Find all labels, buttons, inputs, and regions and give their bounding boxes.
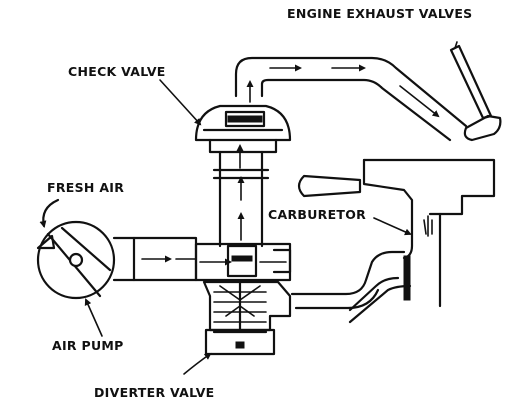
exhaust-pipe — [234, 56, 468, 142]
diverter-valve — [194, 242, 292, 356]
air-pump — [36, 220, 136, 300]
vertical-hose — [212, 150, 270, 248]
check-valve — [194, 104, 292, 169]
diverter-valve-label: DIVERTER VALVE — [94, 385, 215, 400]
carburetor-label: CARBURETOR — [268, 207, 366, 222]
carburetor — [297, 158, 496, 324]
engine-exhaust-valves-label: ENGINE EXHAUST VALVES — [287, 6, 472, 21]
air-pump-label: AIR PUMP — [52, 338, 124, 353]
fresh-air-arrow — [39, 198, 60, 228]
carb-hose — [290, 250, 406, 310]
check-valve-label: CHECK VALVE — [68, 64, 166, 79]
fresh-air-label: FRESH AIR — [47, 180, 124, 195]
exhaust-valve-icon — [449, 41, 502, 142]
exhaust-flow-arrows — [246, 64, 440, 118]
leader-lines — [84, 79, 412, 375]
pump-pipe — [132, 236, 198, 282]
